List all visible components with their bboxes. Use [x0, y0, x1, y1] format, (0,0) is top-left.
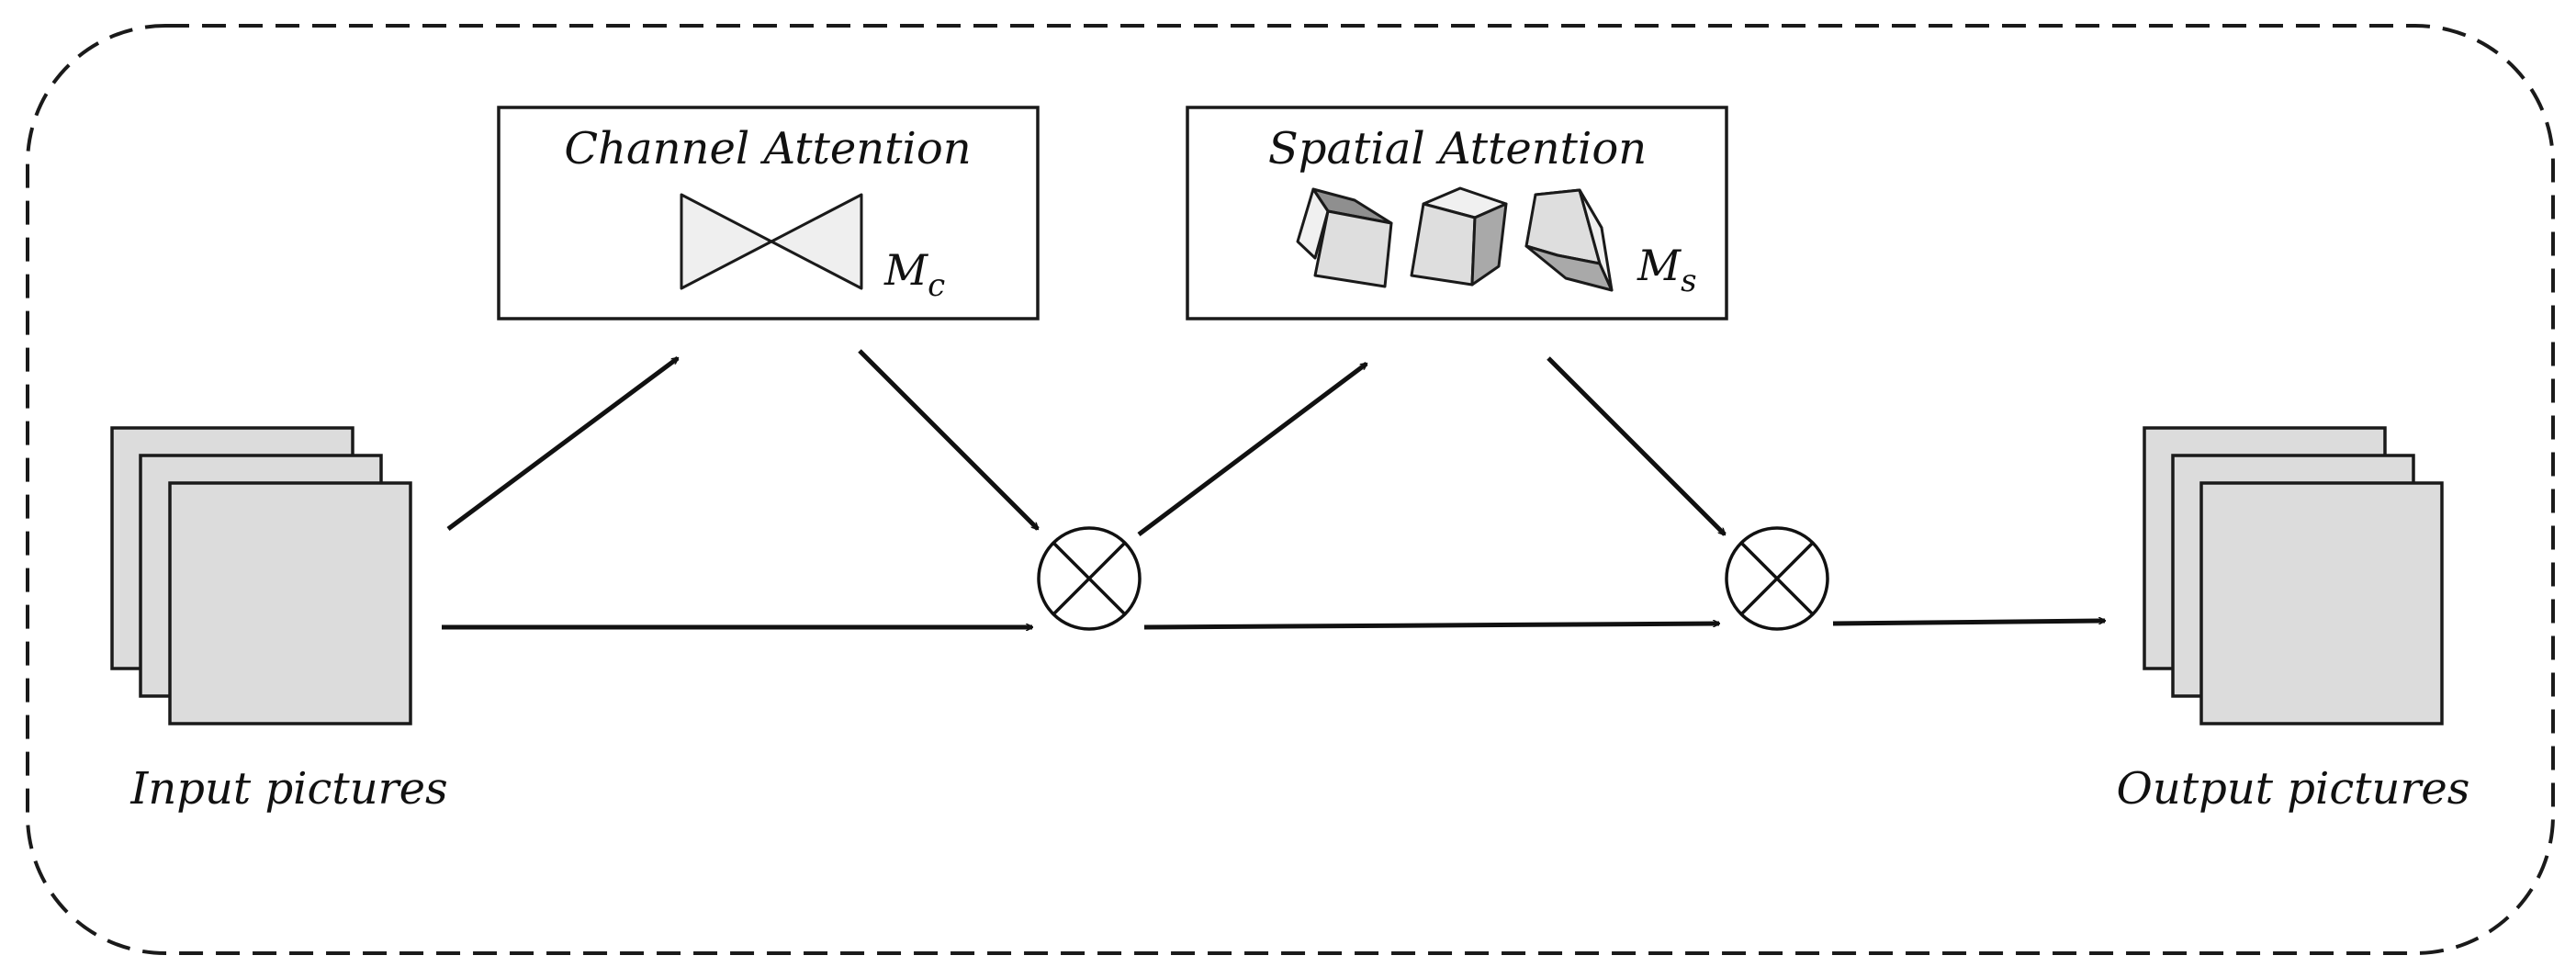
symbol-m-c: M: [883, 245, 929, 295]
input-pictures-stack: [110, 426, 412, 725]
multiply-operator-1: [1037, 526, 1142, 631]
output-pictures-stack: [2143, 426, 2444, 725]
spatial-attention-title: Spatial Attention: [1268, 123, 1647, 174]
output-sheet-front: [2199, 481, 2444, 725]
arrow-spatial-attention-to-multiply-2: [1547, 356, 1725, 534]
symbol-subscript-c: c: [928, 267, 945, 304]
cube-icon-1: [1296, 187, 1393, 288]
symbol-m-s: M: [1637, 241, 1682, 290]
dashed-outer-frame: [26, 24, 2555, 955]
spatial-attention-symbol: Ms: [1637, 241, 1697, 299]
channel-attention-module: Channel Attention Mc: [497, 106, 1040, 320]
bowtie-icon: [680, 193, 863, 290]
cube-icon-2: [1410, 186, 1508, 287]
input-pictures-label: Input pictures: [129, 763, 447, 815]
arrow-multiply-1-to-spatial-attention: [1137, 362, 1367, 536]
symbol-subscript-s: s: [1681, 263, 1696, 299]
arrow-channel-attention-to-multiply-1: [858, 349, 1038, 529]
spatial-attention-module: Spatial Attention Ms: [1186, 106, 1728, 320]
input-sheet-front: [168, 481, 412, 725]
channel-attention-title: Channel Attention: [564, 123, 971, 174]
output-pictures-label: Output pictures: [2117, 763, 2470, 815]
arrow-multiply-1-to-multiply-2: [1143, 624, 1719, 630]
multiply-operator-2: [1725, 526, 1829, 631]
cube-icon-3: [1524, 188, 1614, 292]
channel-attention-symbol: Mc: [883, 245, 945, 304]
channel-attention-box: [497, 106, 1040, 320]
arrow-input-to-channel-attention: [446, 355, 678, 532]
arrow-multiply-2-to-output: [1832, 621, 2105, 626]
